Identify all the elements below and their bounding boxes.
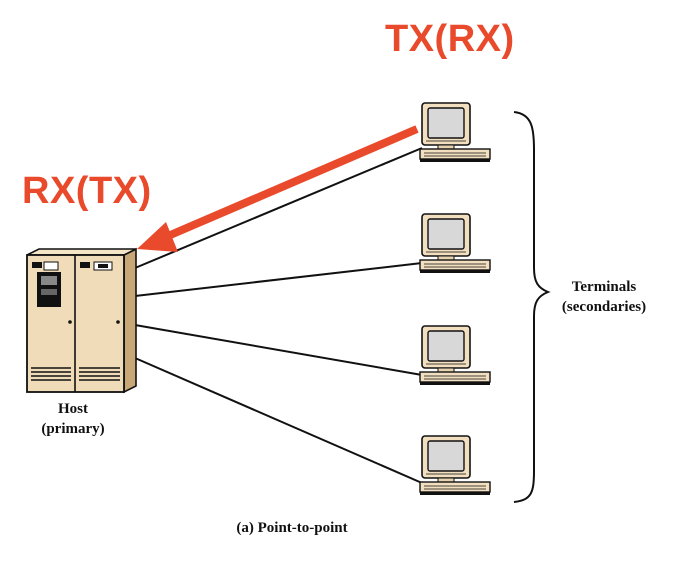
terminal-3-icon (419, 325, 491, 386)
terminal-1-icon (419, 102, 491, 163)
host-label-line1: Host (58, 401, 88, 417)
rx-label: RX(TX) (22, 170, 152, 212)
link-terminal-1 (134, 147, 423, 269)
terminals-label-line1: Terminals (571, 279, 637, 295)
link-terminal-3 (134, 324, 423, 376)
terminals-label: Terminals (secondaries) (548, 277, 660, 317)
terminal-2-icon (419, 213, 491, 274)
host-server-icon (26, 247, 137, 394)
terminals-label-line2: (secondaries) (561, 299, 647, 315)
transmission-arrow-icon (137, 125, 419, 252)
link-terminal-2 (134, 262, 423, 297)
tx-label: TX(RX) (385, 18, 515, 60)
terminal-4-icon (419, 435, 491, 496)
diagram-caption: (a) Point-to-point (236, 520, 348, 536)
host-label: Host (primary) (28, 399, 118, 439)
terminals-brace-icon (513, 111, 551, 503)
connection-lines (134, 147, 423, 484)
link-terminal-4 (134, 357, 423, 484)
host-label-line2: (primary) (41, 421, 105, 437)
